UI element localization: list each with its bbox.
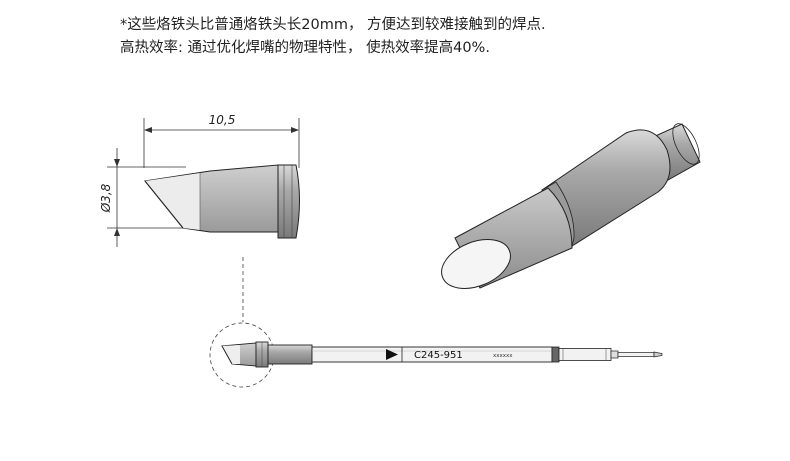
tip-side-view: 10,5 Ø3,8 [99, 113, 300, 247]
length-dimension: 10,5 [143, 113, 300, 168]
note-line-2: 高热效率: 通过优化焊嘴的物理特性， 使热效率提高40%. [120, 40, 490, 56]
note-line-1: *这些烙铁头比普通烙铁头长20mm， 方便达到较难接触到的焊点. [120, 17, 546, 33]
diameter-dimension: Ø3,8 [99, 148, 186, 247]
diameter-dimension-label: Ø3,8 [99, 183, 113, 213]
part-number-label: C245-951 [414, 350, 463, 361]
serial-mark-label: xxxxxx [493, 353, 513, 359]
tip-full-view: C245-951 xxxxxx [209, 257, 663, 388]
direction-arrow-icon [386, 349, 398, 360]
tip-3d-view [441, 123, 701, 289]
length-dimension-label: 10,5 [209, 113, 236, 127]
description-notes: *这些烙铁头比普通烙铁头长20mm， 方便达到较难接触到的焊点. 高热效率: 通… [120, 14, 546, 60]
